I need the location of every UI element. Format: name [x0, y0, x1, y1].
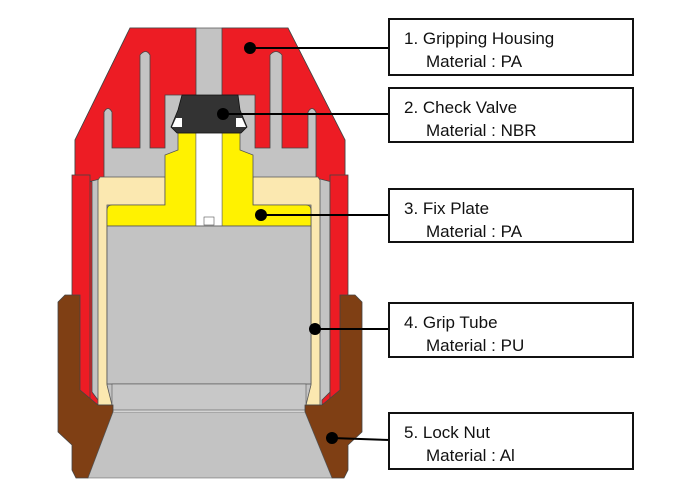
label-grip-tube: 4. Grip Tube Material : PU	[388, 302, 634, 358]
part-title: 5. Lock Nut	[404, 423, 490, 442]
label-gripping-housing: 1. Gripping Housing Material : PA	[388, 18, 634, 76]
check-valve	[170, 94, 248, 134]
tube-lip	[111, 383, 307, 411]
gripping-housing-right	[221, 27, 346, 406]
label-fix-plate: 3. Fix Plate Material : PA	[388, 188, 634, 243]
tube-block	[106, 225, 312, 385]
bottom-cone	[87, 411, 333, 479]
part-title: 2. Check Valve	[404, 98, 518, 117]
leader-5	[326, 432, 391, 444]
label-check-valve: 2. Check Valve Material : NBR	[388, 87, 634, 143]
check-valve-lip-right	[236, 118, 246, 127]
part-title: 1. Gripping Housing	[404, 29, 555, 48]
part-material: Material : NBR	[426, 121, 537, 140]
lock-nut-right	[304, 294, 363, 479]
part-material: Material : PA	[426, 52, 523, 71]
part-material: Material : PU	[426, 336, 525, 355]
leader-4	[309, 323, 390, 335]
leader-3	[255, 209, 390, 221]
part-material: Material : PA	[426, 222, 523, 241]
part-title: 3. Fix Plate	[404, 199, 490, 218]
part-material: Material : Al	[426, 446, 515, 465]
leader-1	[244, 42, 390, 54]
check-valve-lip-left	[172, 118, 182, 127]
bore-pin	[203, 216, 215, 226]
leader-2	[217, 108, 390, 120]
center-bore	[195, 132, 223, 227]
part-title: 4. Grip Tube	[404, 313, 498, 332]
label-lock-nut: 5. Lock Nut Material : Al	[388, 412, 634, 470]
